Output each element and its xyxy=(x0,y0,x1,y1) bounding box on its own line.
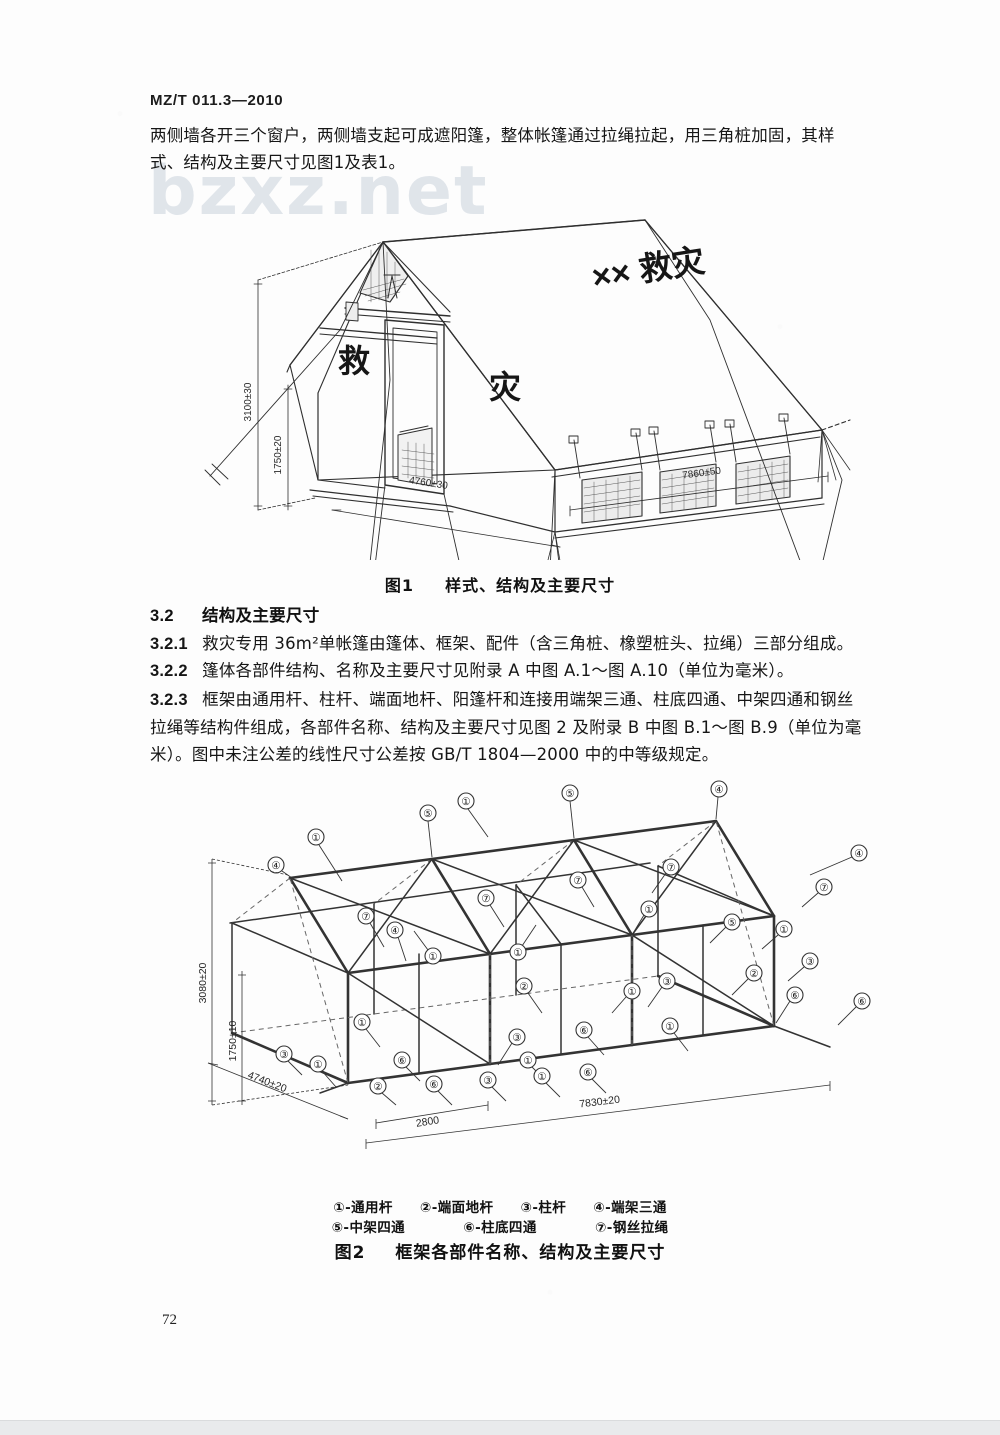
fig2-dim-bay-spacing: 2800 xyxy=(415,1114,440,1130)
figure-1-tent-drawing: 3100±30 1750±20 4760±30 7860±50 ×× 救灾 救 … xyxy=(150,180,870,708)
legend-mark-5: ⑤ xyxy=(331,1220,344,1236)
callout-5-a: ⑤ xyxy=(423,808,433,820)
callout-6-b: ⑥ xyxy=(579,1025,589,1037)
fig1-gable-char-right: 灾 xyxy=(489,369,521,405)
callout-4-a: ④ xyxy=(271,860,281,872)
callout-3-b: ③ xyxy=(512,1032,522,1044)
clause-3-2-3-number: 3.2.3 xyxy=(150,691,188,709)
callout-1-e: ① xyxy=(644,904,654,916)
figure-1-caption: 图1 样式、结构及主要尺寸 xyxy=(0,572,1000,596)
callout-1-c: ① xyxy=(428,951,438,963)
callout-2-c: ② xyxy=(749,968,759,980)
figure-1-caption-label: 图1 xyxy=(384,576,414,595)
figure-1-svg: 3100±30 1750±20 4760±30 7860±50 ×× 救灾 救 … xyxy=(204,219,851,708)
figure-2-frame-drawing: .bar { fill:none; stroke:#333; stroke-wi… xyxy=(170,775,900,1195)
callout-1-h: ① xyxy=(523,1055,533,1067)
fig1-roof-text: ×× 救灾 xyxy=(589,241,707,295)
legend-item-3: ③-柱杆 xyxy=(520,1200,567,1216)
fig2-dim-wall-height: 1750±10 xyxy=(227,1020,239,1061)
callout-4-c: ④ xyxy=(854,848,864,860)
figure-2-caption-title: 框架各部件名称、结构及主要尺寸 xyxy=(395,1243,666,1263)
callout-1-i: ① xyxy=(313,1059,323,1071)
legend-label-7: 钢丝拉绳 xyxy=(612,1220,669,1236)
legend-item-1: ①-通用杆 xyxy=(333,1200,393,1216)
callout-3-a: ③ xyxy=(662,976,672,988)
callout-6-a: ⑥ xyxy=(790,990,800,1002)
clause-3-2-1: 3.2.1 救灾专用 36m²单帐篷由篷体、框架、配件（含三角桩、橡塑桩头、拉绳… xyxy=(150,630,866,658)
callout-3-c: ③ xyxy=(279,1049,289,1061)
legend-label-2: 端面地杆 xyxy=(437,1200,494,1216)
watermark-text: bzxz.net xyxy=(148,152,489,231)
callout-3-e: ③ xyxy=(805,956,815,968)
legend-label-6: 柱底四通 xyxy=(481,1220,537,1236)
legend-label-3: 柱杆 xyxy=(538,1200,567,1216)
section-3-2-heading: 3.2 结构及主要尺寸 xyxy=(150,602,320,626)
section-3-2-number: 3.2 xyxy=(150,607,174,625)
legend-mark-7: ⑦ xyxy=(594,1220,607,1236)
page-number: 72 xyxy=(162,1312,177,1328)
callout-2-b: ② xyxy=(373,1081,383,1093)
fig1-dim-overall-height: 3100±30 xyxy=(243,382,254,421)
callout-1-g: ① xyxy=(665,1021,675,1033)
legend-item-2: ②-端面地杆 xyxy=(419,1200,494,1216)
legend-item-7: ⑦-钢丝拉绳 xyxy=(594,1220,669,1236)
clause-3-2-3-text: 框架由通用杆、柱杆、端面地杆、阳篷杆和连接用端架三通、柱底四通、中架四通和钢丝拉… xyxy=(150,690,862,764)
section-3-2-title: 结构及主要尺寸 xyxy=(201,606,320,625)
figure-2-svg: .bar { fill:none; stroke:#333; stroke-wi… xyxy=(170,775,900,1195)
figure-1-caption-title: 样式、结构及主要尺寸 xyxy=(445,576,616,595)
legend-label-1: 通用杆 xyxy=(351,1200,393,1216)
clause-3-2-2: 3.2.2 篷体各部件结构、名称及主要尺寸见附录 A 中图 A.1～图 A.10… xyxy=(150,657,866,685)
callout-4-b: ④ xyxy=(714,784,724,796)
clause-3-2-1-number: 3.2.1 xyxy=(150,635,188,653)
intro-paragraph: 两侧墙各开三个窗户，两侧墙支起可成遮阳篷，整体帐篷通过拉绳拉起，用三角桩加固，其… xyxy=(150,126,835,172)
callout-1-d: ① xyxy=(513,947,523,959)
clause-3-2-3: 3.2.3 框架由通用杆、柱杆、端面地杆、阳篷杆和连接用端架三通、柱底四通、中架… xyxy=(150,686,866,768)
callout-2-a: ② xyxy=(519,981,529,993)
legend-row-2: ⑤-中架四通 ⑥-柱底四通 ⑦-钢丝拉绳 xyxy=(0,1218,1000,1238)
clause-3-2-2-number: 3.2.2 xyxy=(150,662,188,680)
callout-7-d: ⑦ xyxy=(666,862,676,874)
legend-item-6: ⑥-柱底四通 xyxy=(463,1220,537,1236)
legend-item-5: ⑤-中架四通 xyxy=(331,1220,406,1236)
callout-5-b: ⑤ xyxy=(565,788,575,800)
legend-mark-4: ④ xyxy=(593,1200,606,1216)
callout-6-e: ⑥ xyxy=(583,1067,593,1079)
callout-1-l: ① xyxy=(779,924,789,936)
fig2-dim-length: 7830±20 xyxy=(579,1094,621,1111)
callout-4-d: ④ xyxy=(390,925,400,937)
callout-1-k: ① xyxy=(627,986,637,998)
clause-3-2-1-text: 救灾专用 36m²单帐篷由篷体、框架、配件（含三角桩、橡塑桩头、拉绳）三部分组成… xyxy=(202,634,854,653)
legend-mark-3: ③ xyxy=(520,1200,533,1216)
fig1-gable-char-left: 救 xyxy=(338,343,370,379)
callout-7-c: ⑦ xyxy=(573,875,583,887)
callout-5-c: ⑤ xyxy=(727,917,737,929)
callout-1-f: ① xyxy=(357,1017,367,1029)
page-bottom-edge xyxy=(0,1420,1000,1435)
clause-3-2-2-text: 篷体各部件结构、名称及主要尺寸见附录 A 中图 A.1～图 A.10（单位为毫米… xyxy=(202,661,794,680)
standard-code-header: MZ/T 011.3—2010 xyxy=(150,92,284,109)
callout-7-e: ⑦ xyxy=(819,882,829,894)
callout-3-d: ③ xyxy=(483,1075,493,1087)
callout-7-a: ⑦ xyxy=(361,911,371,923)
legend-item-4: ④-端架三通 xyxy=(593,1200,667,1216)
callout-6-c: ⑥ xyxy=(397,1055,407,1067)
fig2-dim-overall-height: 3080±20 xyxy=(197,962,209,1003)
callout-6-f: ⑥ xyxy=(857,996,867,1008)
figure-2-caption: 图2 框架各部件名称、结构及主要尺寸 xyxy=(0,1238,1000,1263)
legend-mark-2: ② xyxy=(419,1200,432,1216)
fig1-dim-wall-height: 1750±20 xyxy=(273,435,284,474)
legend-label-5: 中架四通 xyxy=(349,1220,406,1236)
callout-7-b: ⑦ xyxy=(481,893,491,905)
legend-label-4: 端架三通 xyxy=(611,1200,667,1216)
callout-1-b: ① xyxy=(461,796,471,808)
callout-1-j: ① xyxy=(537,1071,547,1083)
fig1-dim-length: 7860±50 xyxy=(682,465,722,481)
legend-mark-1: ① xyxy=(333,1200,346,1216)
legend-row-1: ①-通用杆 ②-端面地杆 ③-柱杆 ④-端架三通 xyxy=(0,1198,1000,1218)
callout-6-d: ⑥ xyxy=(429,1079,439,1091)
figure-2-legend: ①-通用杆 ②-端面地杆 ③-柱杆 ④-端架三通 ⑤-中架四通 ⑥-柱底四通 ⑦… xyxy=(0,1198,1000,1238)
legend-mark-6: ⑥ xyxy=(463,1220,476,1236)
callout-1-a: ① xyxy=(311,832,321,844)
figure-2-caption-label: 图2 xyxy=(334,1243,366,1263)
